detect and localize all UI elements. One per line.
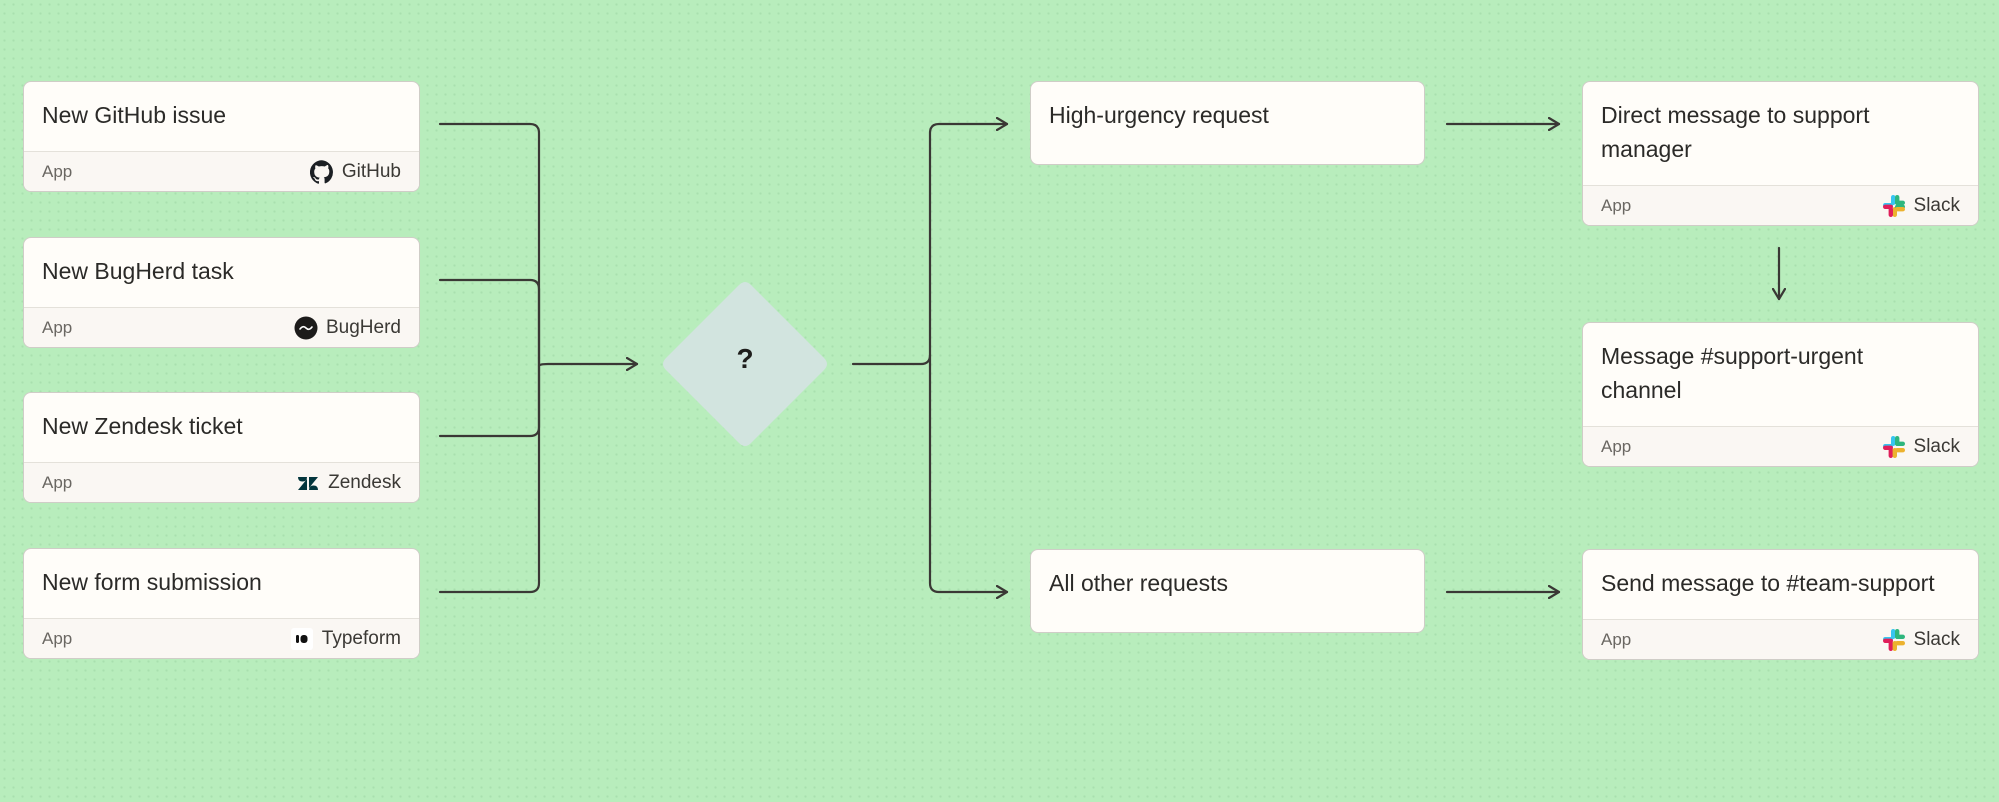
trigger-title: New Zendesk ticket: [42, 413, 243, 439]
github-icon: [309, 159, 334, 184]
card-type-label: App: [42, 472, 73, 492]
arrow-to-other-requests: [928, 364, 1009, 592]
connector-typeform: [438, 356, 541, 594]
slack-icon: [1882, 194, 1906, 218]
slack-icon: [1882, 628, 1906, 652]
router-diamond[interactable]: ?: [660, 279, 830, 449]
action-card-direct-message[interactable]: Direct message to support manager App Sl…: [1582, 81, 1979, 226]
card-type-label: App: [1601, 195, 1632, 215]
path-title: High-urgency request: [1049, 102, 1269, 128]
app-name: Typeform: [321, 627, 401, 649]
card-footer: App BugHerd: [24, 307, 419, 347]
action-title: Message #support-urgent channel: [1601, 343, 1864, 403]
action-title: Send message to #team-support: [1601, 570, 1935, 596]
trigger-card-zendesk[interactable]: New Zendesk ticket App Zendesk: [23, 392, 420, 503]
trigger-title: New GitHub issue: [42, 102, 227, 128]
connector-github: [438, 122, 541, 360]
slack-icon: [1882, 435, 1906, 459]
connector-router-out: [851, 353, 932, 366]
app-name: Slack: [1913, 628, 1960, 650]
trigger-card-github[interactable]: New GitHub issue App GitHub: [23, 81, 420, 192]
action-card-support-urgent[interactable]: Message #support-urgent channel App Slac…: [1582, 322, 1979, 467]
app-badge: Zendesk: [296, 471, 401, 495]
card-footer: App Slack: [1583, 619, 1978, 659]
app-name: BugHerd: [326, 316, 401, 338]
card-footer: App Slack: [1583, 185, 1978, 225]
card-footer: App Typeform: [24, 618, 419, 658]
app-badge: GitHub: [309, 159, 401, 184]
trigger-card-bugherd[interactable]: New BugHerd task App BugHerd: [23, 237, 420, 348]
trigger-card-typeform[interactable]: New form submission App Typeform: [23, 548, 420, 659]
card-footer: App Zendesk: [24, 462, 419, 502]
bugherd-icon: [294, 316, 318, 340]
trigger-title: New form submission: [42, 569, 262, 595]
arrow-to-high-urgency: [928, 124, 1009, 368]
typeform-icon: [290, 627, 314, 651]
app-badge: Slack: [1882, 628, 1960, 652]
path-card-high-urgency[interactable]: High-urgency request: [1030, 81, 1425, 165]
app-name: Zendesk: [328, 471, 401, 493]
zendesk-icon: [296, 471, 320, 495]
path-title: All other requests: [1049, 570, 1228, 596]
path-card-other-requests[interactable]: All other requests: [1030, 549, 1425, 633]
app-badge: Slack: [1882, 194, 1960, 218]
diamond-shape: [663, 282, 827, 446]
arrow-to-router: [537, 364, 639, 366]
card-type-label: App: [42, 317, 73, 337]
action-card-team-support[interactable]: Send message to #team-support App Slack: [1582, 549, 1979, 660]
app-badge: Slack: [1882, 435, 1960, 459]
connector-zendesk: [438, 356, 541, 438]
router-label: ?: [736, 343, 754, 374]
app-name: Slack: [1913, 194, 1960, 216]
trigger-title: New BugHerd task: [42, 258, 234, 284]
app-badge: BugHerd: [294, 316, 401, 340]
card-type-label: App: [42, 161, 73, 181]
connector-bugherd: [438, 278, 541, 360]
card-type-label: App: [1601, 436, 1632, 456]
action-title: Direct message to support manager: [1601, 102, 1870, 162]
app-badge: Typeform: [290, 627, 401, 651]
app-name: GitHub: [341, 160, 401, 182]
card-type-label: App: [42, 628, 73, 648]
card-footer: App GitHub: [24, 151, 419, 191]
card-footer: App Slack: [1583, 426, 1978, 466]
app-name: Slack: [1913, 435, 1960, 457]
card-type-label: App: [1601, 629, 1632, 649]
